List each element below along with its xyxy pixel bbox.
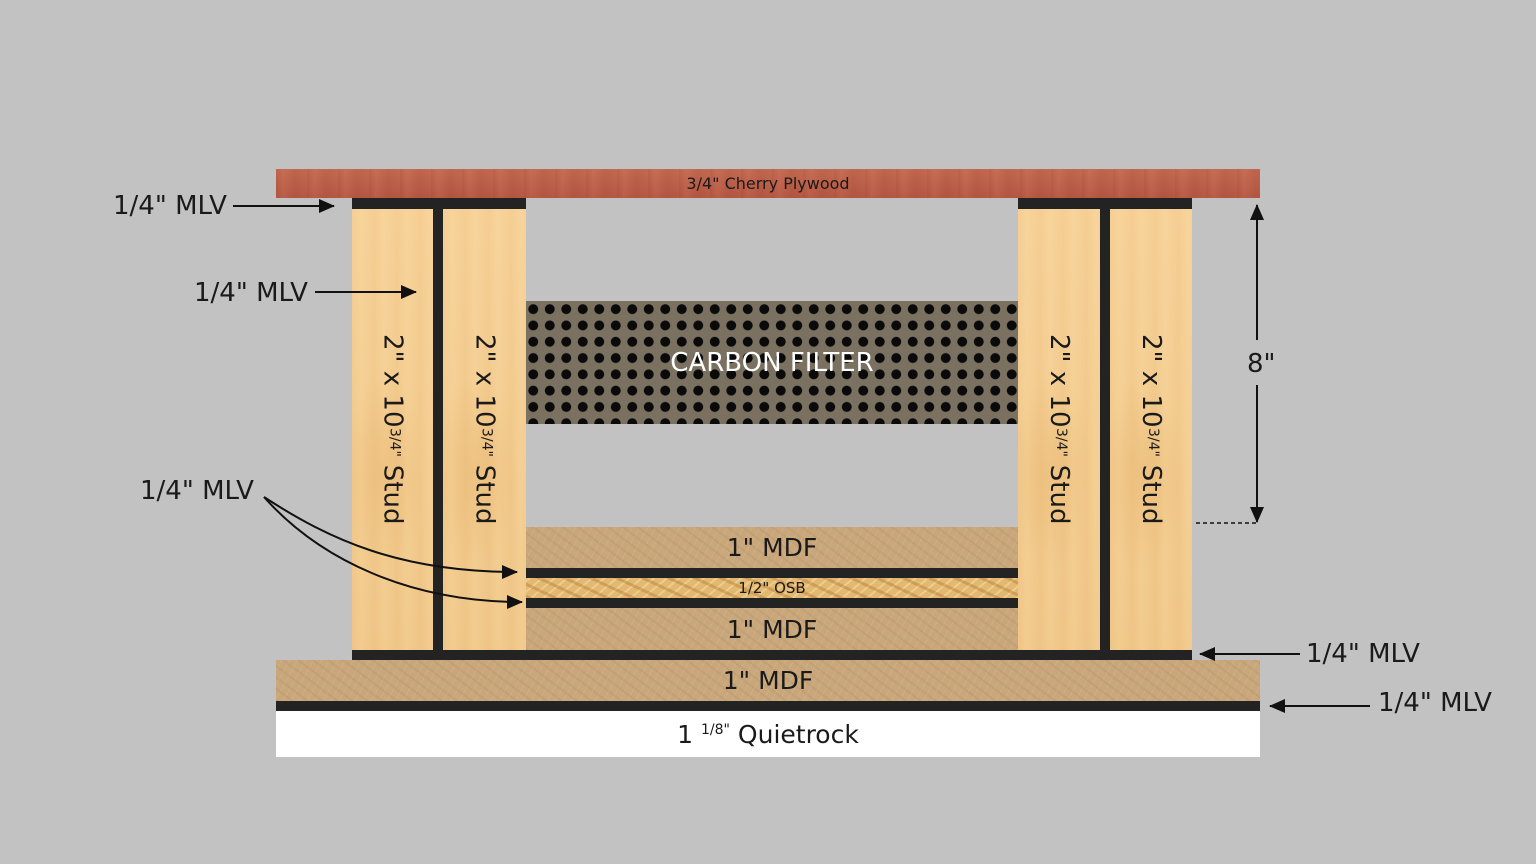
mdf-lower-layer: 1" MDF: [526, 608, 1018, 650]
mdf-upper-layer: 1" MDF: [526, 527, 1018, 568]
callout-stud-divider-mlv: 1/4" MLV: [194, 278, 308, 308]
mdf-base-layer: 1" MDF: [276, 660, 1260, 701]
left-top-mlv: [352, 198, 526, 209]
base-mlv: [276, 701, 1260, 711]
stud-4: 2" x 103/4" Stud: [1110, 209, 1192, 650]
right-stud-divider-mlv: [1100, 209, 1110, 650]
arrow-osb-mlv: [263, 496, 523, 609]
osb-layer: 1/2" OSB: [526, 578, 1018, 598]
callout-bottom-stud-mlv: 1/4" MLV: [1306, 639, 1420, 669]
right-top-mlv: [1018, 198, 1192, 209]
carbon-filter: CARBON FILTER: [526, 301, 1018, 424]
dimension-label: 8": [1247, 349, 1276, 379]
cherry-plywood-label: 3/4" Cherry Plywood: [686, 174, 850, 193]
stud-bottom-mlv: [352, 650, 1192, 660]
stud-3: 2" x 103/4" Stud: [1018, 209, 1100, 650]
osb-bottom-mlv: [526, 598, 1018, 608]
callout-base-mlv: 1/4" MLV: [1378, 688, 1492, 718]
left-stud-divider-mlv: [433, 209, 443, 650]
callout-top-mlv: 1/4" MLV: [113, 191, 227, 221]
quietrock-layer: 1 1/8" Quietrock: [276, 711, 1260, 757]
dimension-arrow: [1196, 204, 1264, 524]
cherry-plywood-layer: 3/4" Cherry Plywood: [276, 169, 1260, 198]
stud-1: 2" x 103/4" Stud: [352, 209, 433, 650]
callout-osb-mlv: 1/4" MLV: [140, 476, 254, 506]
carbon-filter-label: CARBON FILTER: [670, 347, 874, 378]
osb-top-mlv: [526, 568, 1018, 578]
